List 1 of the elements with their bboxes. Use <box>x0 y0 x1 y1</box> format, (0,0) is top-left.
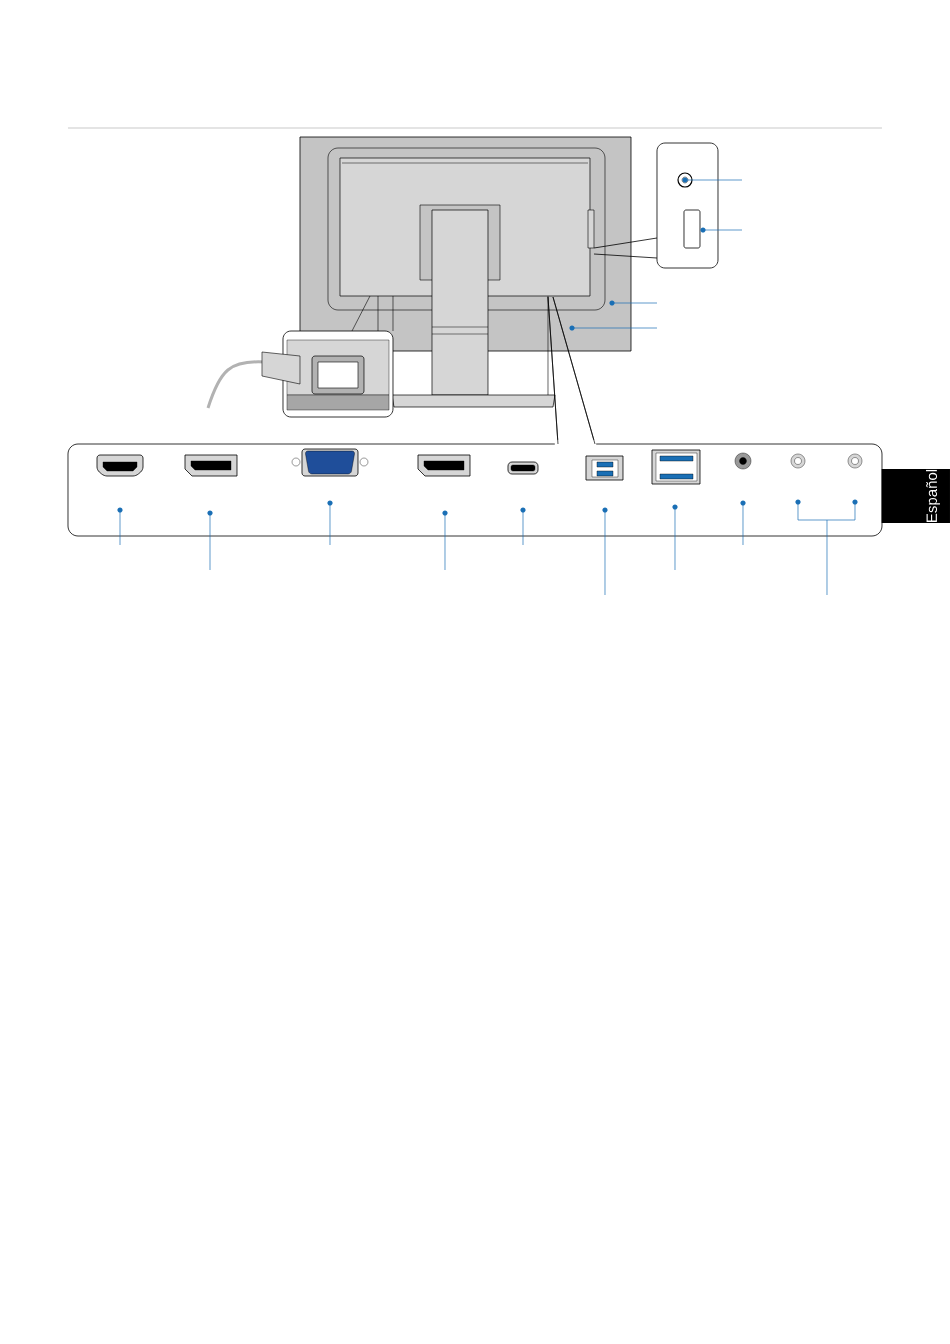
language-tab: Español <box>881 468 950 524</box>
